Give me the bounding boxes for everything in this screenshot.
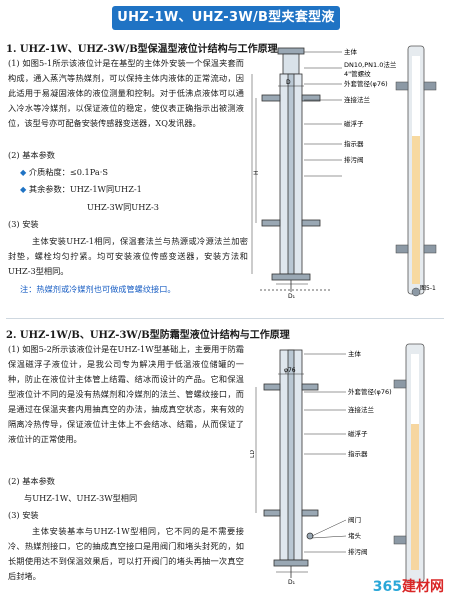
section1-paragraph: (1) 如图5-1所示该液位计是在基型的主体外安装一个保温夹套而构成，通入蒸汽等… xyxy=(8,56,244,131)
section1-install-text: 主体安装UHZ-1相同，保温套法兰与热源或冷源法兰加密封垫，螺栓均匀拧紧。均可安… xyxy=(8,236,248,276)
section1-title: 1. UHZ-1W、UHZ-3W/B型保温型液位计结构与工作原理 xyxy=(6,44,278,55)
label-h: H xyxy=(253,170,260,175)
label-dn: DN10,PN1.0法兰 xyxy=(344,60,397,69)
section2-para1: (1) 如图5-2所示该液位计是在UHZ-1W型基础上，主要用于防霜保温磁浮子液… xyxy=(8,344,244,444)
label-d1: D₁ xyxy=(288,293,296,300)
label2-jacket: 外套管径(φ76) xyxy=(348,387,392,396)
label2-phi76: φ76 xyxy=(284,367,296,374)
section1-param1: ◆ 介质粘度：≤0.1Pa·S xyxy=(20,167,108,177)
label-cifuzi: 磁浮子 xyxy=(344,119,364,128)
bullet-icon: ◆ xyxy=(20,184,27,194)
section2-params-title: (2) 基本参数 xyxy=(8,476,55,486)
label-d: D xyxy=(286,79,291,86)
section1-note: 注：热媒剂或冷媒剂也可做成管螺纹接口。 xyxy=(20,284,176,294)
section2-params-text: 与UHZ-1W、UHZ-3W型相同 xyxy=(24,493,138,503)
section1-install-title: (3) 安装 xyxy=(8,219,39,229)
section2-paragraph: (1) 如图5-2所示该液位计是在UHZ-1W型基础上，主要用于防霜保温磁浮子液… xyxy=(8,342,244,447)
section1-para1: (1) 如图5-1所示该液位计是在基型的主体外安装一个保温夹套而构成，通入蒸汽等… xyxy=(8,58,244,128)
site-logo: 365建材网 xyxy=(372,579,444,595)
label2-lianjie: 连接法兰 xyxy=(348,405,375,414)
page-banner: UHZ-1W、UHZ-3W/B型夹套型液位计 xyxy=(112,6,340,49)
leader-lines xyxy=(304,51,342,177)
label-pipe: 4"管螺纹 xyxy=(344,69,371,78)
label2-paiwu: 排污阀 xyxy=(348,547,368,556)
leader-lines-2 xyxy=(304,353,347,553)
label2-zhishiqi: 指示器 xyxy=(348,449,368,458)
section2-install-title: (3) 安装 xyxy=(8,510,39,520)
label2-dutou: 堵头 xyxy=(348,531,362,540)
section-divider xyxy=(6,318,444,319)
label-lianjie: 连接法兰 xyxy=(344,95,371,104)
label-jacket: 外套管径(φ76) xyxy=(344,79,388,88)
jacketed-level-gauge xyxy=(260,47,330,292)
label-zhuti: 主体 xyxy=(344,47,358,56)
dimension-lines xyxy=(251,74,308,285)
label2-zhuti: 主体 xyxy=(348,349,362,358)
section2-title: 2. UHZ-1W/B、UHZ-3W/B型防霜型液位计结构与工作原理 xyxy=(6,330,290,341)
label2-ld: LD xyxy=(250,450,256,458)
section1-params-title: (2) 基本参数 xyxy=(8,150,55,160)
label-paiwu: 排污阀 xyxy=(344,155,364,164)
section2-install-text: 主体安装基本与UHZ-1W型相同，它不同的是不需要接冷、热媒剂接口，它的抽成真空… xyxy=(8,526,244,581)
bullet-icon: ◆ xyxy=(20,167,27,177)
label2-famen: 阀门 xyxy=(348,515,361,524)
figure-5-2-diagram: 主体 外套管径(φ76) 连接法兰 磁浮子 指示器 阀门 堵头 排污阀 φ76 … xyxy=(250,343,425,586)
indicator-photo xyxy=(395,45,437,297)
antifrost-level-gauge xyxy=(263,349,319,578)
section1-param2: ◆ 其余参数：UHZ-1W同UHZ-1 xyxy=(20,184,142,194)
section1-param3: UHZ-3W同UHZ-3 xyxy=(87,202,160,212)
dimension-lines-2 xyxy=(255,373,308,573)
indicator-photo-2 xyxy=(393,343,425,583)
label2-d1: D₁ xyxy=(288,579,296,586)
figure-5-1-diagram: 主体 DN10,PN1.0法兰 4"管螺纹 外套管径(φ76) 连接法兰 磁浮子… xyxy=(251,45,437,300)
label-zhishiqi: 指示器 xyxy=(344,139,364,148)
label2-cifuzi: 磁浮子 xyxy=(348,429,368,438)
figure-label: 图5-1 xyxy=(420,285,436,292)
